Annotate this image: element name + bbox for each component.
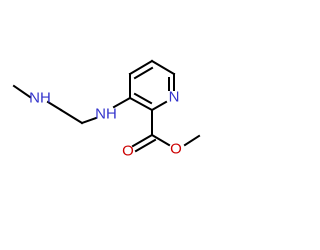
bond-c4-c5-inner: [133, 66, 154, 80]
bond-c2-c3: [128, 96, 154, 112]
methyl-ester-group: [131, 109, 201, 153]
bond-c4-c5: [128, 59, 154, 76]
bond-nh-methyl: [12, 84, 32, 99]
molecule-structure-diagram: N NH NH O O: [12, 59, 201, 160]
pyridine-ring: [128, 59, 176, 112]
bond-c3-nh: [112, 96, 132, 109]
amine-nh-label: NH: [95, 106, 117, 123]
bond-nh-ch2: [80, 116, 98, 125]
bond-carbonyl-c-o-double-b: [134, 138, 157, 153]
ester-oxygen-label: O: [170, 141, 182, 158]
bond-carbonyl-c-o-double-a: [131, 133, 154, 148]
aminoethyl-chain: [12, 84, 132, 125]
bond-c5-c6: [150, 59, 176, 76]
bond-ch2-ch2: [59, 108, 84, 125]
bond-n1-c2: [150, 100, 168, 112]
methylamine-nh-label: NH: [29, 90, 51, 107]
bond-ch2-nh: [46, 100, 63, 112]
ring-nitrogen-label: N: [169, 89, 180, 106]
carbonyl-oxygen-label: O: [122, 143, 134, 160]
bond-ester-o-methyl: [183, 134, 201, 147]
bond-carbonyl-c-ester-o: [150, 133, 171, 147]
bond-c2-c3-inner: [133, 92, 153, 105]
